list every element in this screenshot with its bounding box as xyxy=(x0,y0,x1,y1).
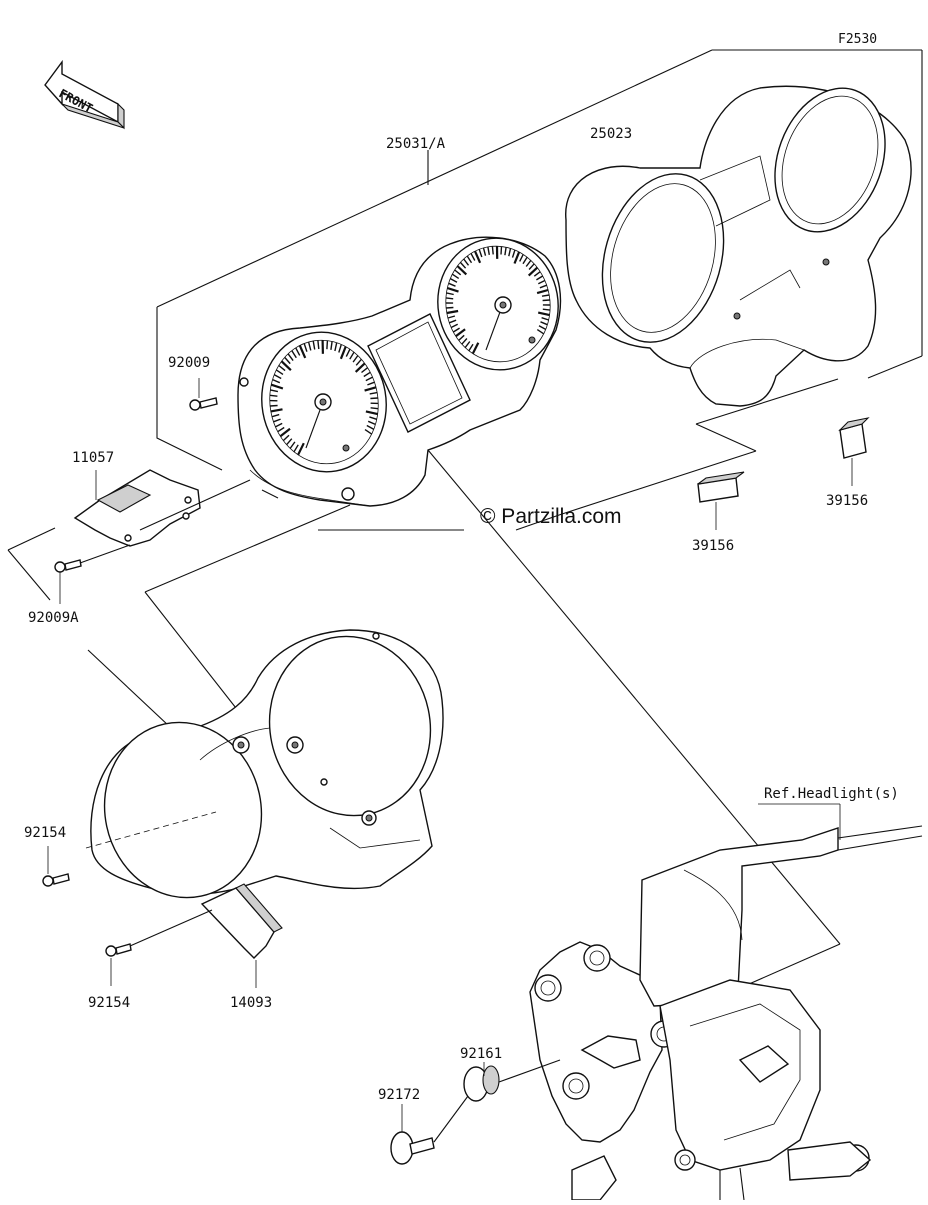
gauge-tick xyxy=(327,341,328,350)
collar-92172 xyxy=(391,1096,468,1164)
bracket-11057 xyxy=(75,470,250,546)
damper-left xyxy=(698,472,744,530)
watermark: © Partzilla.com xyxy=(480,505,622,528)
screw-92154-lower xyxy=(106,910,212,986)
callout-39156-left: 39156 xyxy=(692,538,734,554)
screw-92154-upper xyxy=(43,846,69,886)
gauge-tick xyxy=(270,406,278,407)
reference-headlight: Ref.Headlight(s) xyxy=(764,786,899,802)
callout-39156-right: 39156 xyxy=(826,493,868,509)
gauge-tick xyxy=(543,309,550,310)
callout-92009A: 92009A xyxy=(28,610,79,626)
callout-92009: 92009 xyxy=(168,355,210,371)
meter-cover xyxy=(86,621,447,912)
gauge-tick xyxy=(446,308,453,309)
callout-92154-upper: 92154 xyxy=(24,825,66,841)
callout-14093: 14093 xyxy=(230,995,272,1011)
front-arrow-icon: FRONT xyxy=(45,62,124,128)
meter-case xyxy=(566,73,911,406)
gauge-tick xyxy=(370,398,378,399)
damper-right xyxy=(840,418,868,486)
gauge-tick xyxy=(318,340,319,349)
watermark-text: © Partzilla.com xyxy=(480,505,622,528)
figure-code: F2530 xyxy=(838,32,877,47)
callout-92161: 92161 xyxy=(460,1046,502,1062)
gauge-tick xyxy=(501,247,502,255)
gauge-tick xyxy=(371,408,379,409)
screw-92009 xyxy=(190,378,217,410)
gauge-tick xyxy=(270,395,278,396)
callout-92154-lower: 92154 xyxy=(88,995,130,1011)
callout-92172: 92172 xyxy=(378,1087,420,1103)
cover-bracket-14093 xyxy=(202,884,282,988)
callout-25023: 25023 xyxy=(590,126,632,142)
gauge-tick xyxy=(543,300,550,301)
callout-25031-A: 25031/A xyxy=(386,136,446,152)
gauge-tick xyxy=(492,246,493,254)
callout-11057: 11057 xyxy=(72,450,114,466)
headlight-stay xyxy=(530,804,922,1200)
gauge-tick xyxy=(446,298,453,299)
meter-assembly xyxy=(238,229,569,506)
